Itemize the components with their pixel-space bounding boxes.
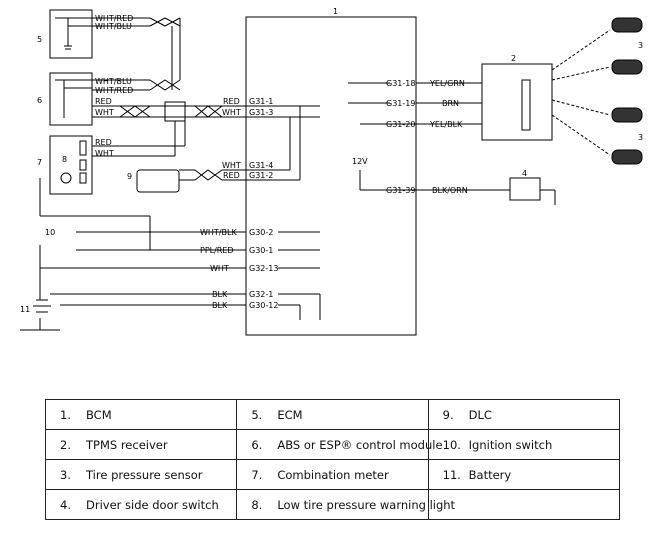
comp-9: 9 xyxy=(127,172,132,181)
legend-text: ABS or ESP® control module xyxy=(277,437,443,452)
comp-7: 7 xyxy=(37,158,42,167)
legend-text: BCM xyxy=(86,407,112,422)
legend-row: 2. TPMS receiver 6. ABS or ESP® control mod… xyxy=(44,429,621,460)
legend-number: 1. xyxy=(60,407,71,422)
legend-number: 6. xyxy=(251,437,263,452)
wire-label: WHT xyxy=(210,264,229,273)
legend-number: 4. xyxy=(60,497,71,512)
legend-text: Battery xyxy=(468,467,512,482)
legend-cell: 5. ECM xyxy=(236,399,429,430)
comp-2: 2 xyxy=(511,54,516,63)
tire-sensor xyxy=(611,59,643,75)
legend-cell xyxy=(427,489,621,520)
pin-label: G31-19 xyxy=(386,99,415,108)
comp-3b: 3 xyxy=(638,133,643,142)
wire-label: BLK/ORN xyxy=(432,186,468,195)
pin-label: G31-4 xyxy=(249,161,273,170)
legend-text: Ignition switch xyxy=(468,437,553,452)
wire-label: WHT xyxy=(222,161,241,170)
comp-11: 11 xyxy=(20,305,30,314)
voltage-label: 12V xyxy=(352,157,368,166)
wire-label: WHT/BLK xyxy=(200,228,237,237)
pin-label: G31-1 xyxy=(249,97,273,106)
legend-text: ECM xyxy=(277,407,303,422)
ecm-box xyxy=(49,9,93,59)
legend-text: Tire pressure sensor xyxy=(86,467,203,482)
tire-sensor xyxy=(611,17,643,33)
pin-label: G30-1 xyxy=(249,246,273,255)
legend-row: 4. Driver side door switch 8. Low tire pres… xyxy=(44,489,621,520)
wire-label: BLK xyxy=(212,290,228,299)
legend-text: DLC xyxy=(468,407,492,422)
wire-label: RED xyxy=(223,97,240,106)
component-legend: 1. BCM 5. ECM 9. DLC 2. TPMS receiver 6. ABS or E… xyxy=(44,399,621,520)
tire-sensor xyxy=(611,107,643,123)
bcm-box xyxy=(245,16,417,336)
wire-label: RED xyxy=(95,138,112,147)
meter-box xyxy=(49,135,93,195)
legend-text: Combination meter xyxy=(277,467,389,482)
pin-label: G31-20 xyxy=(386,120,415,129)
pin-label: G32-13 xyxy=(249,264,278,273)
legend-cell: 10. Ignition switch xyxy=(427,429,621,460)
wire-label: YEL/GRN xyxy=(429,79,465,88)
pin-label: G31-18 xyxy=(386,79,415,88)
wire-label: WHT/BLU xyxy=(95,77,132,86)
legend-number: 7. xyxy=(251,467,263,482)
pin-label: G31-3 xyxy=(249,108,273,117)
legend-text: Driver side door switch xyxy=(86,497,219,512)
legend-number: 5. xyxy=(251,407,263,422)
comp-1: 1 xyxy=(333,7,338,16)
tpms-receiver-box xyxy=(481,63,553,141)
legend-number: 11. xyxy=(442,467,461,482)
legend-number: 10. xyxy=(442,437,461,452)
wire-label: WHT xyxy=(222,108,241,117)
pin-label: G31-39 xyxy=(386,186,415,195)
legend-row: 3. Tire pressure sensor 7. Combination mete… xyxy=(44,459,621,490)
wiring-diagram: 1 2 3 3 4 5 6 7 8 9 10 11 WHT/RED WHT/BL… xyxy=(20,7,643,336)
legend-cell: 1. BCM xyxy=(44,399,238,430)
pin-label: G30-12 xyxy=(249,301,278,310)
dlc-box xyxy=(136,169,180,193)
wire-label: RED xyxy=(95,97,112,106)
comp-4: 4 xyxy=(522,169,527,178)
legend-cell: 9. DLC xyxy=(427,399,621,430)
comp-3a: 3 xyxy=(638,41,643,50)
legend-cell: 6. ABS or ESP® control module xyxy=(236,429,443,460)
wire-label: RED xyxy=(223,171,240,180)
door-switch-box xyxy=(509,177,541,201)
legend-cell: 3. Tire pressure sensor xyxy=(44,459,238,490)
wire-label: WHT xyxy=(95,149,114,158)
legend-cell: 11. Battery xyxy=(427,459,621,490)
legend-text: TPMS receiver xyxy=(86,437,168,452)
comp-10: 10 xyxy=(45,228,55,237)
comp-5: 5 xyxy=(37,35,42,44)
tire-sensor xyxy=(611,149,643,165)
legend-cell: 4. Driver side door switch xyxy=(44,489,238,520)
wire-label: BLK xyxy=(212,301,228,310)
wire-label: WHT xyxy=(95,108,114,117)
comp-6: 6 xyxy=(37,96,42,105)
wire-label: BRN xyxy=(442,99,459,108)
wire-label: PPL/RED xyxy=(200,246,234,255)
wire-label: WHT/RED xyxy=(95,86,133,95)
legend-cell: 2. TPMS receiver xyxy=(44,429,238,460)
abs-box xyxy=(49,72,93,126)
comp-8: 8 xyxy=(62,155,67,164)
pin-label: G32-1 xyxy=(249,290,273,299)
wire-label: WHT/BLU xyxy=(95,22,132,31)
legend-number: 3. xyxy=(60,467,71,482)
legend-cell: 7. Combination meter xyxy=(236,459,429,490)
wire-label: YEL/BLK xyxy=(429,120,463,129)
legend-text: Low tire pressure warning light xyxy=(277,497,456,512)
pin-label: G31-2 xyxy=(249,171,273,180)
legend-number: 8. xyxy=(251,497,263,512)
legend-row: 1. BCM 5. ECM 9. DLC xyxy=(44,399,621,430)
legend-cell: 8. Low tire pressure warning light xyxy=(236,489,455,520)
legend-number: 9. xyxy=(442,407,454,422)
legend-number: 2. xyxy=(60,437,71,452)
pin-label: G30-2 xyxy=(249,228,273,237)
wire-label: WHT/RED xyxy=(95,14,133,23)
